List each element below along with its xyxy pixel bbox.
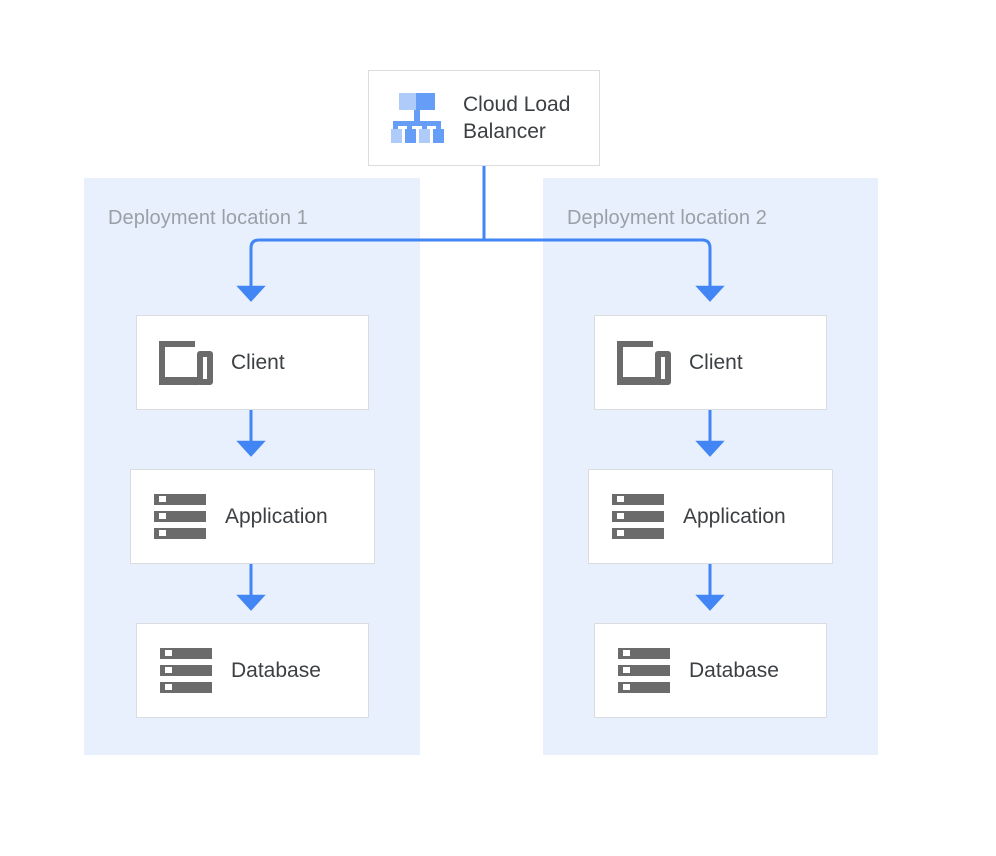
node-database-location-2[interactable]: Database [594,623,827,718]
deployment-location-1-label: Deployment location 1 [108,207,308,229]
node-label: Database [231,658,321,682]
node-label: Application [225,504,328,528]
node-label: Client [231,350,285,374]
devices-icon [159,339,213,387]
server-stack-icon [159,647,213,695]
node-cloud-load-balancer[interactable]: Cloud Load Balancer [368,70,600,166]
node-label: Application [683,504,786,528]
node-database-location-1[interactable]: Database [136,623,369,718]
node-application-location-1[interactable]: Application [130,469,375,564]
node-label: Cloud Load Balancer [463,93,571,143]
hierarchy-icon [389,90,445,146]
server-stack-icon [153,493,207,541]
node-label: Client [689,350,743,374]
node-label: Database [689,658,779,682]
devices-icon [617,339,671,387]
deployment-location-2-label: Deployment location 2 [567,207,767,229]
node-client-location-2[interactable]: Client [594,315,827,410]
server-stack-icon [611,493,665,541]
node-client-location-1[interactable]: Client [136,315,369,410]
node-application-location-2[interactable]: Application [588,469,833,564]
server-stack-icon [617,647,671,695]
